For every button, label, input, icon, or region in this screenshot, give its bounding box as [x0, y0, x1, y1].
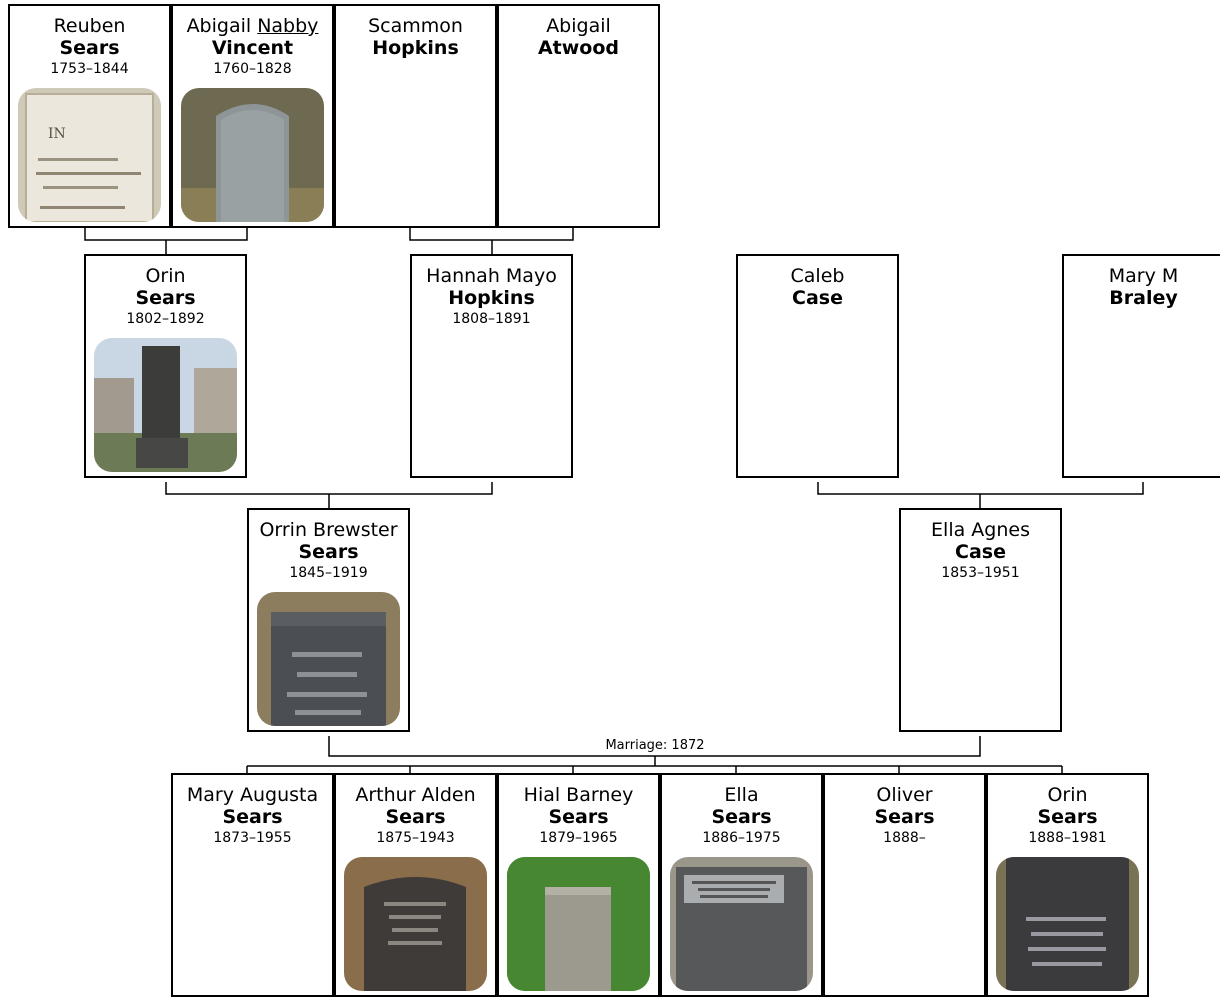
- headstone-photo[interactable]: [996, 857, 1139, 991]
- surname: Sears: [1037, 806, 1098, 828]
- surname: Sears: [222, 806, 283, 828]
- lifespan: 1760–1828: [213, 61, 292, 77]
- person-card-scammon-hopkins[interactable]: Scammon Hopkins: [334, 4, 497, 228]
- headstone-photo[interactable]: [257, 592, 400, 726]
- person-card-oliver-sears[interactable]: Oliver Sears 1888–: [823, 773, 986, 997]
- given-name: Caleb: [790, 265, 845, 287]
- given-name-text: Abigail: [186, 15, 258, 37]
- nickname: Nabby: [257, 15, 319, 37]
- surname: Hopkins: [448, 287, 535, 309]
- person-card-caleb-case[interactable]: Caleb Case: [736, 254, 899, 478]
- surname: Case: [955, 541, 1006, 563]
- person-card-arthur-alden-sears[interactable]: Arthur Alden Sears 1875–1943: [334, 773, 497, 997]
- given-name: Reuben: [53, 15, 126, 37]
- lifespan: 1875–1943: [376, 830, 455, 846]
- person-card-hannah-hopkins[interactable]: Hannah Mayo Hopkins 1808–1891: [410, 254, 573, 478]
- given-name: Orin: [145, 265, 186, 287]
- surname: Vincent: [211, 37, 294, 59]
- lifespan: 1845–1919: [289, 565, 368, 581]
- given-name: Orrin Brewster: [259, 519, 398, 541]
- person-card-ella-agnes-case[interactable]: Ella Agnes Case 1853–1951: [899, 508, 1062, 732]
- person-card-orin-sears-1888[interactable]: Orin Sears 1888–1981: [986, 773, 1149, 997]
- surname: Atwood: [537, 37, 620, 59]
- surname: Sears: [298, 541, 359, 563]
- lifespan: 1753–1844: [50, 61, 129, 77]
- surname: Case: [792, 287, 843, 309]
- person-card-abigail-atwood[interactable]: Abigail Atwood: [497, 4, 660, 228]
- person-card-abigail-vincent[interactable]: Abigail Nabby Vincent 1760–1828: [171, 4, 334, 228]
- headstone-photo[interactable]: [670, 857, 813, 991]
- surname: Sears: [59, 37, 120, 59]
- lifespan: 1853–1951: [941, 565, 1020, 581]
- given-name: Mary Augusta: [186, 784, 319, 806]
- given-name: Oliver: [876, 784, 933, 806]
- given-name: Scammon: [368, 15, 463, 37]
- lifespan: 1888–: [883, 830, 926, 846]
- svg-text:IN: IN: [48, 126, 66, 142]
- given-name: Hannah Mayo: [426, 265, 557, 287]
- surname: Sears: [385, 806, 446, 828]
- surname: Sears: [548, 806, 609, 828]
- given-name: Abigail Nabby: [173, 15, 332, 37]
- marriage-label: Marriage: 1872: [560, 738, 750, 754]
- lifespan: 1873–1955: [213, 830, 292, 846]
- headstone-photo[interactable]: [181, 88, 324, 222]
- surname: Sears: [711, 806, 772, 828]
- lifespan: 1886–1975: [702, 830, 781, 846]
- person-card-orrin-brewster-sears[interactable]: Orrin Brewster Sears 1845–1919: [247, 508, 410, 732]
- lifespan: 1802–1892: [126, 311, 205, 327]
- lifespan: 1879–1965: [539, 830, 618, 846]
- headstone-photo[interactable]: [344, 857, 487, 991]
- surname: Sears: [874, 806, 935, 828]
- person-card-ella-sears[interactable]: Ella Sears 1886–1975: [660, 773, 823, 997]
- person-card-hial-barney-sears[interactable]: Hial Barney Sears 1879–1965: [497, 773, 660, 997]
- lifespan: 1888–1981: [1028, 830, 1107, 846]
- surname: Sears: [135, 287, 196, 309]
- person-card-reuben-sears[interactable]: Reuben Sears 1753–1844 IN: [8, 4, 171, 228]
- lifespan: 1808–1891: [452, 311, 531, 327]
- headstone-photo[interactable]: IN: [18, 88, 161, 222]
- person-card-mary-augusta-sears[interactable]: Mary Augusta Sears 1873–1955: [171, 773, 334, 997]
- headstone-photo[interactable]: [94, 338, 237, 472]
- surname: Hopkins: [372, 37, 459, 59]
- given-name: Orin: [1047, 784, 1088, 806]
- given-name: Mary M: [1108, 265, 1179, 287]
- person-card-mary-braley[interactable]: Mary M Braley: [1062, 254, 1220, 478]
- headstone-photo[interactable]: [507, 857, 650, 991]
- surname: Braley: [1109, 287, 1178, 309]
- given-name: Hial Barney: [523, 784, 634, 806]
- person-card-orin-sears-1802[interactable]: Orin Sears 1802–1892: [84, 254, 247, 478]
- given-name: Abigail: [546, 15, 611, 37]
- given-name: Arthur Alden: [355, 784, 476, 806]
- given-name: Ella: [724, 784, 759, 806]
- given-name: Ella Agnes: [931, 519, 1030, 541]
